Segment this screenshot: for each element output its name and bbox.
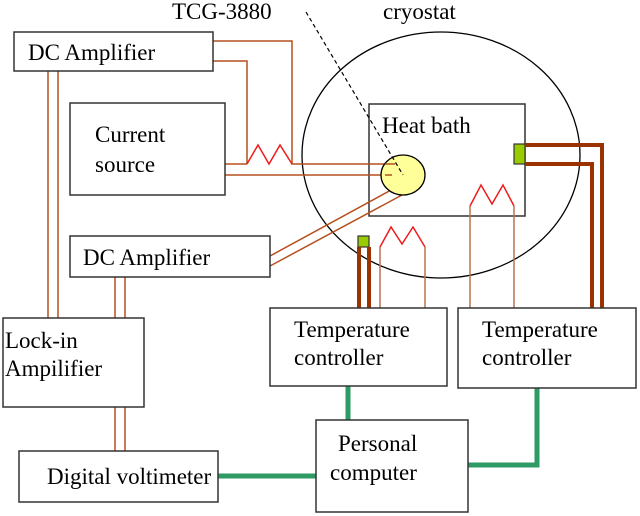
dc-amp-top-wires <box>213 40 395 165</box>
data-links <box>218 386 540 479</box>
temp-ctrl-1-label-1: Temperature <box>294 317 410 342</box>
bath-heater-wires <box>469 206 515 308</box>
sensor-leader-line <box>305 11 404 176</box>
heater-element-lower <box>379 225 426 248</box>
temp-ctrl-2-label-1: Temperature <box>482 317 598 342</box>
pc-label-2: computer <box>330 460 417 485</box>
dc-amplifier-mid[interactable]: DC Amplifier <box>69 235 271 278</box>
sensor-to-dc-amp-mid-wires <box>269 182 405 267</box>
lower-thermometer-wires <box>357 247 371 308</box>
sensor-label: TCG-3880 <box>172 0 272 24</box>
temp-ctrl-1-label-2: controller <box>294 345 384 370</box>
dc-amplifier-top-label: DC Amplifier <box>28 40 155 65</box>
sensor-lead-ends <box>385 163 395 176</box>
personal-computer[interactable]: Personal computer <box>315 419 469 513</box>
pc-label-1: Personal <box>338 431 417 456</box>
heat-bath-label: Heat bath <box>382 113 471 138</box>
current-source-label-1: Current <box>95 122 166 147</box>
bath-thermometer-wires <box>525 143 604 308</box>
dc-amplifier-top[interactable]: DC Amplifier <box>13 31 214 72</box>
current-source-wires <box>225 163 392 176</box>
cryostat-vessel <box>301 31 581 279</box>
dc-amp-top-to-lockin-wires <box>47 71 59 318</box>
heater-element-current <box>246 143 293 166</box>
digital-voltimeter[interactable]: Digital voltimeter <box>18 450 219 503</box>
lower-thermometer-block <box>357 235 370 248</box>
lockin-amplifier[interactable]: Lock-in Ampilifier <box>2 317 145 408</box>
dc-amplifier-mid-label: DC Amplifier <box>83 245 210 270</box>
dvm-label: Digital voltimeter <box>47 464 211 489</box>
temp-ctrl-2-label-2: controller <box>482 345 572 370</box>
bath-thermometer-block <box>513 143 526 165</box>
cryostat-label: cryostat <box>383 0 456 24</box>
current-source[interactable]: Current source <box>69 102 226 196</box>
current-source-label-2: source <box>95 152 155 177</box>
temperature-controller-2[interactable]: Temperature controller <box>457 307 637 389</box>
link-tc2-pc <box>468 388 540 468</box>
temperature-controller-1[interactable]: Temperature controller <box>269 307 448 387</box>
heater-element-bath <box>469 183 515 207</box>
dc-amp-mid-to-lockin-wires <box>114 277 126 318</box>
lockin-label-1: Lock-in <box>5 328 78 353</box>
lower-heater-wires <box>379 247 426 308</box>
lockin-label-2: Ampilifier <box>5 356 102 381</box>
lockin-to-dvm-wires <box>114 407 126 451</box>
